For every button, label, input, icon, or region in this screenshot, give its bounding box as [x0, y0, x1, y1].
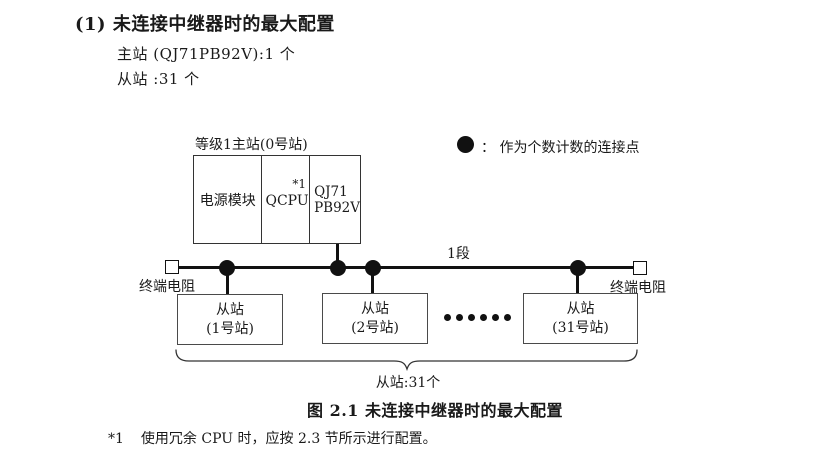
connection-dot-master	[330, 260, 346, 276]
slave-station-1-box: 从站 (1号站)	[177, 294, 283, 345]
connection-dot-slave2	[365, 260, 381, 276]
qj71pb92v-cell: QJ71 PB92V	[310, 156, 360, 243]
qcpu-footnote-marker: *1	[292, 177, 307, 191]
slave-spec-line: 从站 :31 个	[117, 70, 200, 88]
ellipsis-dot	[468, 314, 475, 321]
connection-dot-slave1	[219, 260, 235, 276]
connection-dot-slave31	[570, 260, 586, 276]
slave2-drop-line	[371, 269, 374, 294]
slave-count-brace	[175, 349, 638, 371]
master-drop-line	[336, 244, 339, 268]
legend-connection-dot-icon	[457, 136, 474, 153]
ellipsis-dot	[504, 314, 511, 321]
slave-total-label: 从站:31个	[375, 375, 441, 391]
terminating-resistor-right-label: 终端电阻	[610, 280, 666, 296]
slave-station-31-box: 从站 (31号站)	[523, 293, 638, 344]
segment-label: 1段	[447, 246, 470, 262]
qj71-label-line2: PB92V	[314, 199, 360, 216]
footnote: *1 使用冗余 CPU 时，应按 2.3 节所示进行配置。	[108, 428, 437, 448]
section-heading: (1) 未连接中继器时的最大配置	[75, 14, 335, 35]
slave1-drop-line	[226, 269, 229, 295]
ellipsis-dot	[480, 314, 487, 321]
slave31-name: 从站	[566, 300, 595, 317]
terminating-resistor-left-icon	[165, 260, 179, 274]
slave2-name: 从站	[361, 300, 389, 317]
slave2-station-no: (2号站)	[351, 319, 399, 336]
qcpu-cell: QCPU *1	[262, 156, 311, 243]
slave1-station-no: (1号站)	[206, 320, 254, 337]
footnote-text: 使用冗余 CPU 时，应按 2.3 节所示进行配置。	[140, 431, 437, 447]
terminating-resistor-left-label: 终端电阻	[139, 279, 195, 295]
qj71-label-line1: QJ71	[314, 183, 348, 200]
figure-caption: 图 2.1 未连接中继器时的最大配置	[307, 401, 563, 420]
master-station-label: 等级1主站(0号站)	[195, 137, 308, 153]
ellipsis-dot	[444, 314, 451, 321]
footnote-marker: *1	[108, 431, 124, 447]
slave31-drop-line	[576, 269, 579, 294]
terminating-resistor-right-icon	[633, 261, 647, 275]
power-module-cell: 电源模块	[194, 156, 263, 243]
bus-segment-line	[172, 266, 638, 269]
slave31-station-no: (31号站)	[552, 319, 609, 336]
qcpu-label: QCPU	[265, 192, 309, 209]
slave-station-2-box: 从站 (2号站)	[322, 293, 428, 344]
ellipsis-dot	[456, 314, 463, 321]
master-station-box: 电源模块 QCPU *1 QJ71 PB92V	[193, 155, 361, 244]
ellipsis-dot	[492, 314, 499, 321]
slave1-name: 从站	[216, 301, 244, 318]
master-spec-line: 主站 (QJ71PB92V):1 个	[117, 45, 296, 63]
legend-text: ： 作为个数计数的连接点	[481, 140, 640, 156]
ellipsis-dots	[444, 314, 511, 321]
